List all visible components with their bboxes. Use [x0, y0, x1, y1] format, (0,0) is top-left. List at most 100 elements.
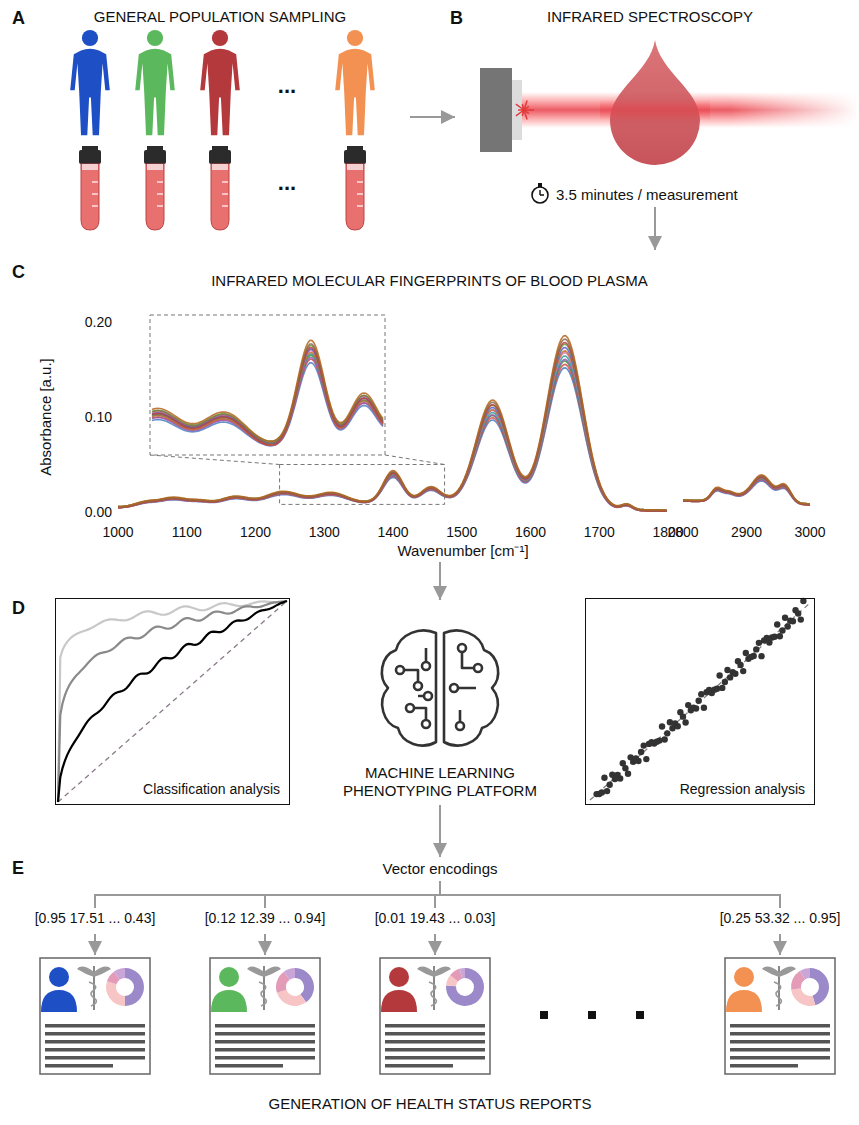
- panel-title: GENERATION OF HEALTH STATUS REPORTS: [269, 1095, 592, 1112]
- report-arrow: [779, 934, 781, 955]
- node-text: INFRARED SPECTROSCOPY: [547, 8, 753, 27]
- roc-curve: [58, 601, 287, 802]
- regression-point: [659, 723, 665, 729]
- spectrum-curve: [118, 364, 667, 510]
- inset-spectrum-curve: [152, 363, 383, 446]
- platform-label: MACHINE LEARNING PHENOTYPING PLATFORM: [320, 600, 560, 805]
- regression-point: [790, 618, 796, 624]
- panel-region: GENERAL POPULATION SAMPLING: [30, 8, 410, 230]
- health-report-card: [380, 958, 490, 1074]
- text-line-placeholder: [45, 1040, 145, 1044]
- timer-knob: [538, 183, 542, 187]
- regression-point: [606, 782, 612, 788]
- text-line-placeholder: [215, 1048, 315, 1052]
- caduceus-snake: [774, 982, 781, 1006]
- tube-band: [147, 164, 163, 170]
- patient-head: [389, 967, 409, 987]
- node-text: 3.5 minutes / measurement: [556, 186, 738, 205]
- infrared-beam-overlay: [600, 100, 710, 120]
- text-line-placeholder: [385, 1040, 485, 1044]
- tick-label: 2900: [731, 524, 762, 540]
- tick-label: 1700: [584, 524, 615, 540]
- flow-arrow: [654, 207, 656, 250]
- donut-segment: [277, 990, 306, 1006]
- report-arrow: [264, 934, 266, 955]
- tube-mark: [357, 193, 363, 195]
- node-text: [0.01 19.43 ... 0.03]: [375, 910, 496, 928]
- inset-spectrum-curve: [152, 353, 383, 446]
- text-line-placeholder: [215, 1064, 283, 1068]
- tick-label: 0.10: [85, 409, 112, 425]
- regression-point: [732, 671, 738, 677]
- person-body: [135, 49, 175, 135]
- tick-label: 1100: [172, 524, 202, 540]
- patient-head: [219, 967, 239, 987]
- regression-point: [701, 704, 707, 710]
- plot-box: Classification analysis: [55, 598, 290, 805]
- tube-band: [347, 164, 363, 170]
- health-report-card: [725, 958, 835, 1074]
- text-line-placeholder: [730, 1048, 830, 1052]
- regression-point: [643, 756, 649, 762]
- node-text: [0.12 12.39 ... 0.94]: [205, 910, 326, 928]
- report-arrow: [94, 934, 96, 955]
- tube-cap: [209, 150, 231, 164]
- donut-segment: [446, 968, 484, 1006]
- chance-diagonal: [58, 601, 287, 802]
- tube-mark: [357, 205, 363, 207]
- regression-point: [682, 719, 688, 725]
- node-text: GENERAL POPULATION SAMPLING: [94, 8, 347, 27]
- tick-label: 1500: [446, 524, 477, 540]
- text-line-placeholder: [730, 1056, 830, 1060]
- flow-arrow: [439, 562, 441, 600]
- roc-curve: [58, 601, 287, 802]
- vector-encoding: [0.95 17.51 ... 0.43]: [30, 908, 161, 930]
- person-figure: [335, 30, 375, 135]
- text-line-placeholder: [215, 1056, 315, 1060]
- regression-point: [693, 705, 699, 711]
- circuit-node: [450, 684, 458, 692]
- person-head: [347, 30, 363, 46]
- donut-segment: [106, 981, 125, 1006]
- tube-mark: [222, 193, 228, 195]
- branch-line: [440, 881, 780, 908]
- zoom-leader: [385, 455, 445, 465]
- panel-region: INFRARED SPECTROSCOPY: [455, 8, 845, 153]
- circuit-node: [456, 722, 464, 730]
- light-burst: [524, 106, 529, 110]
- regression-point: [753, 646, 759, 652]
- regression-point: [740, 668, 746, 674]
- regression-point: [638, 749, 644, 755]
- donut-segment: [114, 968, 125, 980]
- caduceus-icon: [417, 966, 451, 1010]
- tube-band: [82, 164, 98, 170]
- circuit-node: [396, 666, 404, 674]
- spectrum-curve: [118, 336, 667, 510]
- light-burst: [524, 110, 527, 120]
- regression-point: [675, 723, 681, 729]
- regression-point: [661, 736, 667, 742]
- donut-chart: [276, 968, 314, 1006]
- spectrum-curve: [118, 361, 667, 510]
- spectrum-curve: [118, 342, 667, 511]
- donut-segment: [125, 968, 144, 1006]
- circuit-node: [414, 682, 422, 690]
- donut-chart: [791, 968, 829, 1006]
- timer-icon: [532, 187, 548, 203]
- caduceus-wing: [434, 967, 451, 977]
- patient-head: [49, 967, 69, 987]
- brain-lobe: [382, 630, 436, 745]
- node-text: MACHINE LEARNING PHENOTYPING PLATFORM: [333, 764, 548, 802]
- flow-arrow: [439, 805, 441, 857]
- regression-point: [601, 775, 607, 781]
- inset-plot: [152, 340, 383, 445]
- patient-shoulders: [211, 990, 247, 1012]
- tube-band: [212, 164, 228, 170]
- tick-label: 1300: [309, 524, 340, 540]
- caduceus-wing: [77, 967, 94, 977]
- tube-mark: [222, 205, 228, 207]
- blood-tube: [346, 164, 364, 230]
- inset-spectrum-curve: [152, 340, 383, 441]
